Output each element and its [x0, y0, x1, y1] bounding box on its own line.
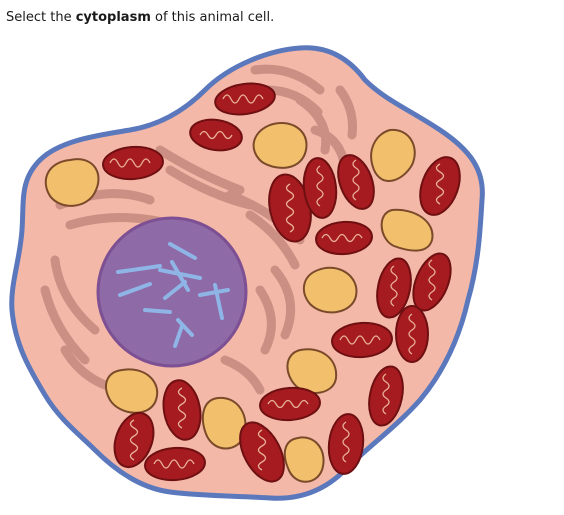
vesicle[interactable] — [44, 122, 434, 483]
mitochondrion[interactable] — [102, 80, 467, 489]
prompt-prefix: Select the — [6, 10, 76, 25]
prompt-emphasis: cytoplasm — [75, 10, 151, 25]
mitochondrion-cristae — [109, 94, 445, 471]
question-prompt: Select the cytoplasm of this animal cell… — [6, 10, 274, 25]
chromosome[interactable] — [116, 242, 230, 348]
prompt-suffix: of this animal cell. — [150, 10, 275, 25]
